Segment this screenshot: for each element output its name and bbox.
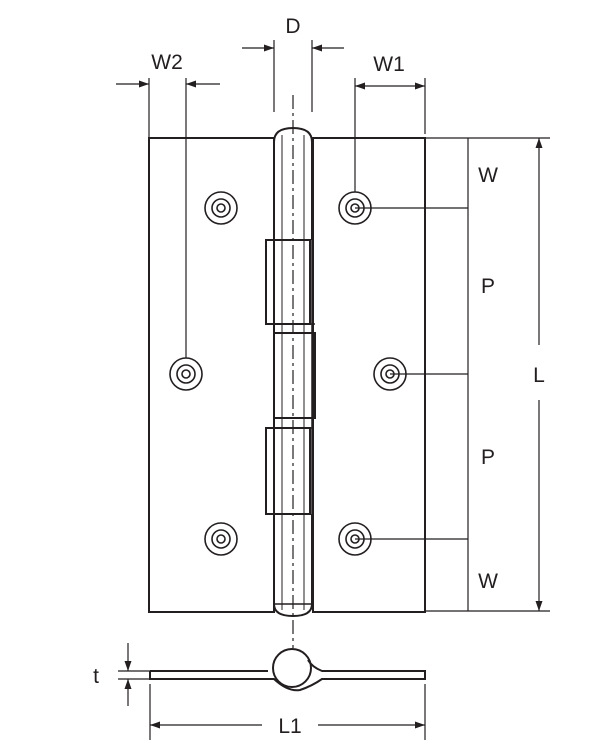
knuckle-right-middle <box>273 332 316 419</box>
label-p-top: P <box>481 275 495 298</box>
label-w1: W1 <box>373 53 405 76</box>
label-l: L <box>533 364 545 387</box>
hinge-end-view <box>149 648 426 692</box>
label-d: D <box>285 15 300 38</box>
end-view-pin <box>272 648 312 688</box>
end-view-leaves <box>149 659 426 692</box>
dimension-lines <box>116 40 550 740</box>
label-p-bottom: P <box>481 446 495 469</box>
label-w-bottom: W <box>478 570 498 593</box>
right-leaf <box>312 137 426 613</box>
label-w-top: W <box>478 164 498 187</box>
screw-holes <box>169 191 407 556</box>
knuckle-left-upper <box>265 239 311 325</box>
screw-hole-left-middle <box>169 357 203 391</box>
label-t: t <box>93 665 99 688</box>
screw-hole-left-top <box>204 191 238 225</box>
label-l1: L1 <box>278 715 301 738</box>
knuckle-left-lower <box>265 427 311 515</box>
dimension-labels: D W2 W1 W P L P W t L1 <box>93 15 545 738</box>
screw-hole-left-bottom <box>204 522 238 556</box>
label-w2: W2 <box>151 51 183 74</box>
hinge-front-view <box>148 126 426 618</box>
